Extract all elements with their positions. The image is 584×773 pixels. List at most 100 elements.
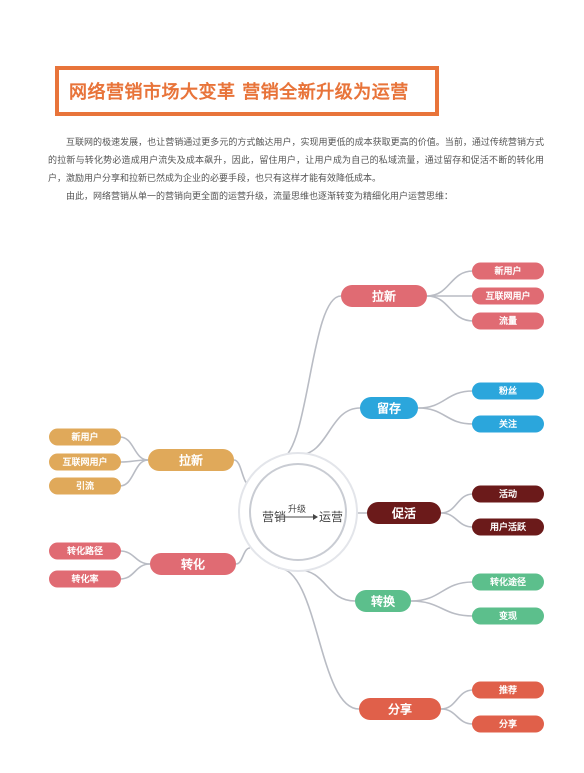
right-leaf-2-1: 用户活跃 <box>472 518 544 536</box>
right-leaf-1-1: 关注 <box>472 415 544 433</box>
right-branch-4: 分享 <box>359 698 441 720</box>
link-right-3 <box>297 569 356 602</box>
right-branch-2: 促活 <box>367 502 441 524</box>
mind-map-nodes: 拉新新用户互联网用户流量留存粉丝关注促活活动用户活跃转换转化途径变现分享推荐分享… <box>49 262 544 733</box>
left-leaf-0-2-label: 引流 <box>76 480 94 492</box>
right-leaf-3-0-shape <box>472 573 544 591</box>
left-branch-0-label: 拉新 <box>179 452 203 467</box>
intro-paragraph-1: 互联网的极速发展，也让营销通过更多元的方式触达用户，实现用更低的成本获取更高的价… <box>48 138 544 184</box>
right-leaf-0-0: 新用户 <box>472 262 544 280</box>
left-leaf-0-0-label: 新用户 <box>71 431 98 443</box>
right-branch-3-label: 转换 <box>371 593 396 608</box>
link-right-1-1 <box>417 407 474 425</box>
right-branch-4-shape <box>359 698 441 720</box>
left-branch-0: 拉新 <box>148 449 234 471</box>
right-leaf-3-1-shape <box>472 607 544 625</box>
left-leaf-1-0-shape <box>49 542 121 560</box>
right-leaf-0-2-label: 流量 <box>499 315 517 327</box>
right-leaf-4-0-label: 推荐 <box>499 684 517 696</box>
right-leaf-0-0-shape <box>472 262 544 280</box>
right-leaf-2-0-shape <box>472 485 544 503</box>
left-branch-1-label: 转化 <box>181 556 205 571</box>
link-left-1-1 <box>119 563 151 580</box>
link-right-1-0 <box>417 390 474 409</box>
link-right-0 <box>277 295 342 461</box>
right-branch-0: 拉新 <box>341 285 427 307</box>
link-right-3-1 <box>410 600 474 617</box>
link-right-4 <box>277 567 360 710</box>
left-branch-1: 转化 <box>150 553 236 575</box>
title-box: 网络营销市场大变革 营销全新升级为运营 <box>55 66 439 116</box>
right-branch-3-shape <box>355 590 411 612</box>
link-right-4-0 <box>440 689 474 710</box>
right-branch-4-label: 分享 <box>388 701 412 716</box>
right-leaf-4-0-shape <box>472 681 544 699</box>
link-right-0-2 <box>426 295 474 322</box>
left-leaf-1-0: 转化路径 <box>49 542 121 560</box>
right-leaf-3-1: 变现 <box>472 607 544 625</box>
link-left-0-0 <box>119 436 149 461</box>
right-leaf-3-0: 转化途径 <box>472 573 544 591</box>
link-right-3-0 <box>410 581 474 602</box>
link-left-0-2 <box>119 459 149 487</box>
right-leaf-0-1-label: 互联网用户 <box>485 290 530 302</box>
link-right-4-1 <box>440 708 474 725</box>
left-leaf-0-1: 互联网用户 <box>49 453 121 471</box>
right-leaf-4-1: 分享 <box>472 715 544 733</box>
left-leaf-0-2-shape <box>49 477 121 495</box>
right-leaf-0-1-shape <box>472 287 544 305</box>
link-right-2-1 <box>440 512 474 528</box>
right-leaf-3-0-label: 转化途径 <box>490 576 526 588</box>
right-leaf-2-0-label: 活动 <box>499 488 517 500</box>
right-branch-1-shape <box>360 397 418 419</box>
right-leaf-2-1-label: 用户活跃 <box>489 521 527 533</box>
left-leaf-1-0-label: 转化路径 <box>67 545 103 557</box>
right-branch-1: 留存 <box>360 397 418 419</box>
right-leaf-4-0: 推荐 <box>472 681 544 699</box>
left-leaf-0-1-shape <box>49 453 121 471</box>
center-left-label: 营销 <box>262 510 286 524</box>
center-arrow-label: 升级 <box>288 503 306 515</box>
right-branch-3: 转换 <box>355 590 411 612</box>
left-leaf-1-1: 转化率 <box>49 570 121 588</box>
right-leaf-1-0: 粉丝 <box>472 382 544 400</box>
right-leaf-4-1-shape <box>472 715 544 733</box>
left-branch-1-shape <box>150 553 236 575</box>
page-title: 网络营销市场大变革 营销全新升级为运营 <box>69 82 409 103</box>
right-leaf-0-1: 互联网用户 <box>472 287 544 305</box>
center-node: 营销 升级 运营 <box>238 452 358 572</box>
right-leaf-2-0: 活动 <box>472 485 544 503</box>
link-left-1 <box>235 547 251 565</box>
right-branch-2-shape <box>367 502 441 524</box>
left-leaf-0-1-label: 互联网用户 <box>62 456 107 468</box>
intro-paragraph-2: 由此，网络营销从单一的营销向更全面的运营升级，流量思维也逐渐转变为精细化用户运营… <box>66 192 454 202</box>
right-leaf-1-1-label: 关注 <box>499 418 517 430</box>
left-leaf-1-1-shape <box>49 570 121 588</box>
link-right-0-0 <box>426 270 474 297</box>
link-right-2-0 <box>440 493 474 514</box>
link-right-1 <box>297 407 361 456</box>
left-leaf-0-2: 引流 <box>49 477 121 495</box>
right-branch-2-label: 促活 <box>391 505 416 520</box>
right-leaf-0-2: 流量 <box>472 312 544 330</box>
right-leaf-0-0-label: 新用户 <box>494 265 521 277</box>
right-leaf-3-1-label: 变现 <box>499 610 517 622</box>
right-branch-0-shape <box>341 285 427 307</box>
link-left-1-0 <box>119 550 151 565</box>
center-right-label: 运营 <box>319 510 343 524</box>
right-leaf-1-1-shape <box>472 415 544 433</box>
right-leaf-0-2-shape <box>472 312 544 330</box>
left-leaf-0-0: 新用户 <box>49 428 121 446</box>
right-leaf-1-0-shape <box>472 382 544 400</box>
right-branch-1-label: 留存 <box>377 400 401 415</box>
left-branch-0-shape <box>148 449 234 471</box>
center-inner-ring <box>249 463 347 561</box>
left-leaf-0-0-shape <box>49 428 121 446</box>
right-leaf-2-1-shape <box>472 518 544 536</box>
right-leaf-1-0-label: 粉丝 <box>499 385 517 397</box>
right-leaf-4-1-label: 分享 <box>499 718 517 730</box>
center-arrow-head <box>313 514 318 520</box>
right-branch-0-label: 拉新 <box>372 288 396 303</box>
left-leaf-1-1-label: 转化率 <box>71 573 98 585</box>
